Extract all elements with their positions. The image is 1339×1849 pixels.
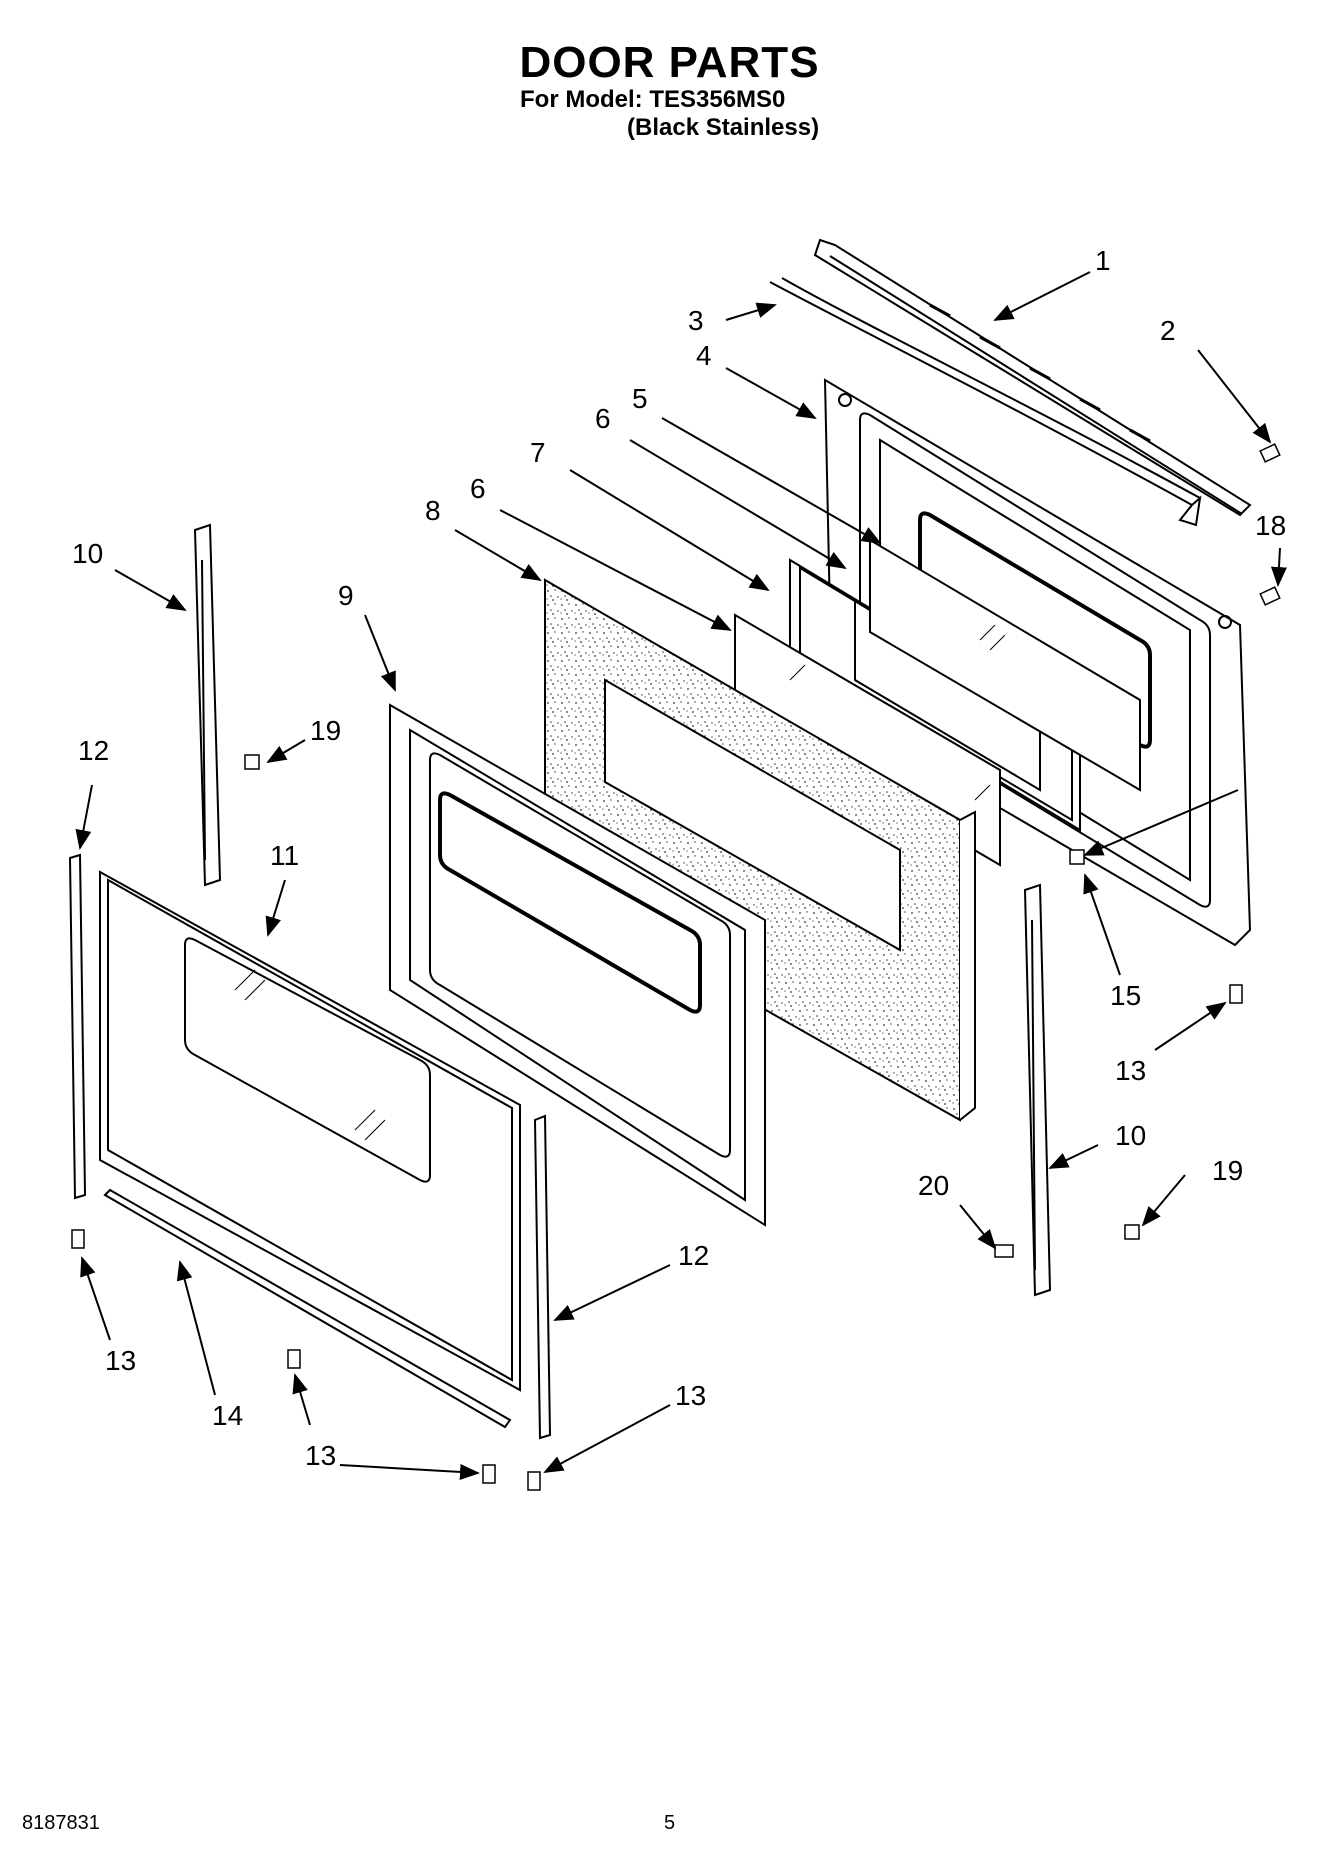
callout-12b: 12 [678,1240,709,1271]
callout-13b: 13 [105,1345,136,1376]
part-12-side-trim [68,853,552,1440]
part-8-insulation [544,578,976,1122]
part-9-door-liner [389,703,766,1227]
page-number: 5 [664,1812,676,1834]
callout-15: 15 [1110,980,1141,1011]
callout-13c: 13 [305,1440,336,1471]
callout-6a: 6 [595,403,611,434]
part-6-glass [734,613,1001,867]
callout-labels: 1 2 3 4 5 6 7 6 8 9 10 19 12 11 18 15 13… [72,245,1286,1471]
callout-4: 4 [696,340,712,371]
callout-5: 5 [632,383,648,414]
callout-20: 20 [918,1170,949,1201]
screw-icon [71,984,1243,1491]
callout-7: 7 [530,437,546,468]
callout-11: 11 [270,840,299,871]
callout-9: 9 [338,580,354,611]
document-number: 8187831 [22,1812,100,1834]
callout-10b: 10 [1115,1120,1146,1151]
callout-19b: 19 [1212,1155,1243,1186]
callout-2: 2 [1160,315,1176,346]
clip-icon [244,754,1140,1240]
callout-19a: 19 [310,715,341,746]
part-3-handle [769,277,1202,527]
part-10-hinge-right [1023,883,1052,1297]
screw-icon [1259,443,1281,606]
callout-13a: 13 [1115,1055,1146,1086]
part-10-hinge-left [193,523,222,887]
part-11-outer-panel [99,870,521,1392]
callout-3: 3 [688,305,704,336]
model-line: For Model: TES356MS0 [520,86,786,113]
callout-1: 1 [1095,245,1111,276]
callout-13d: 13 [675,1380,706,1411]
callout-8: 8 [425,495,441,526]
callout-18: 18 [1255,510,1286,541]
callout-6b: 6 [470,473,486,504]
variant-line: (Black Stainless) [627,114,820,141]
page-title: DOOR PARTS [519,38,820,87]
part-1-vent-trim [813,238,1252,517]
callout-12a: 12 [78,735,109,766]
callout-14: 14 [212,1400,243,1431]
callout-arrows [75,271,1287,1480]
part-14-bottom-trim [103,1188,512,1429]
part-5-glass [869,538,1141,792]
callout-10a: 10 [72,538,103,569]
